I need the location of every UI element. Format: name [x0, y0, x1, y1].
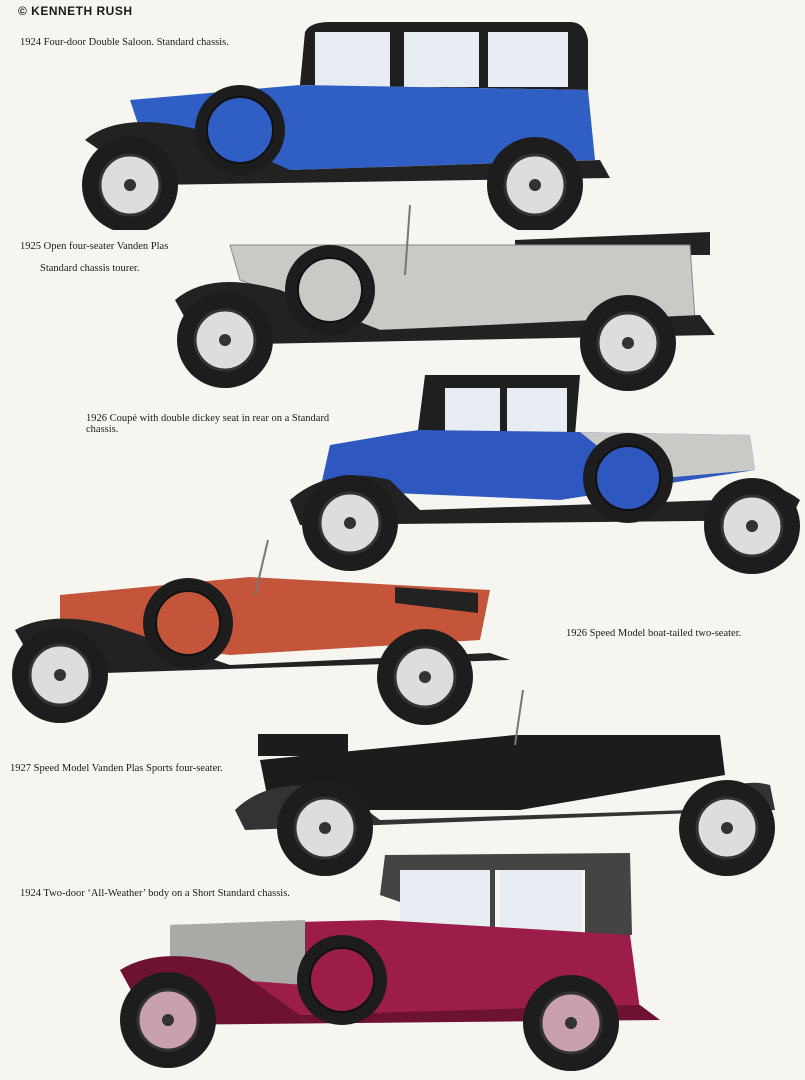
caption-1924-saloon: 1924 Four-door Double Saloon. Standard c… [20, 37, 229, 48]
car-1924-saloon-illustration [82, 22, 610, 230]
caption-1927-speed-model: 1927 Speed Model Vanden Plas Sports four… [10, 763, 223, 774]
car-1924-all-weather-illustration [120, 853, 660, 1071]
caption-1926-coupe-line2: chassis. [86, 424, 119, 435]
caption-1926-speed-model: 1926 Speed Model boat-tailed two-seater. [566, 628, 742, 639]
artist-credit: © KENNETH RUSH [18, 4, 133, 18]
caption-1925-tourer-line1: 1925 Open four-seater Vanden Plas [20, 241, 169, 252]
car-1926-coupe-illustration [290, 375, 800, 574]
car-1927-speed-model-illustration [235, 690, 775, 876]
car-1926-speed-model-illustration [12, 539, 510, 725]
caption-1925-tourer-line2: Standard chassis tourer. [40, 263, 140, 274]
caption-1926-coupe-line1: 1926 Coupé with double dickey seat in re… [86, 413, 330, 424]
caption-1924-all-weather: 1924 Two-door ‘All-Weather’ body on a Sh… [20, 888, 290, 899]
car-1925-tourer-illustration [175, 204, 715, 391]
